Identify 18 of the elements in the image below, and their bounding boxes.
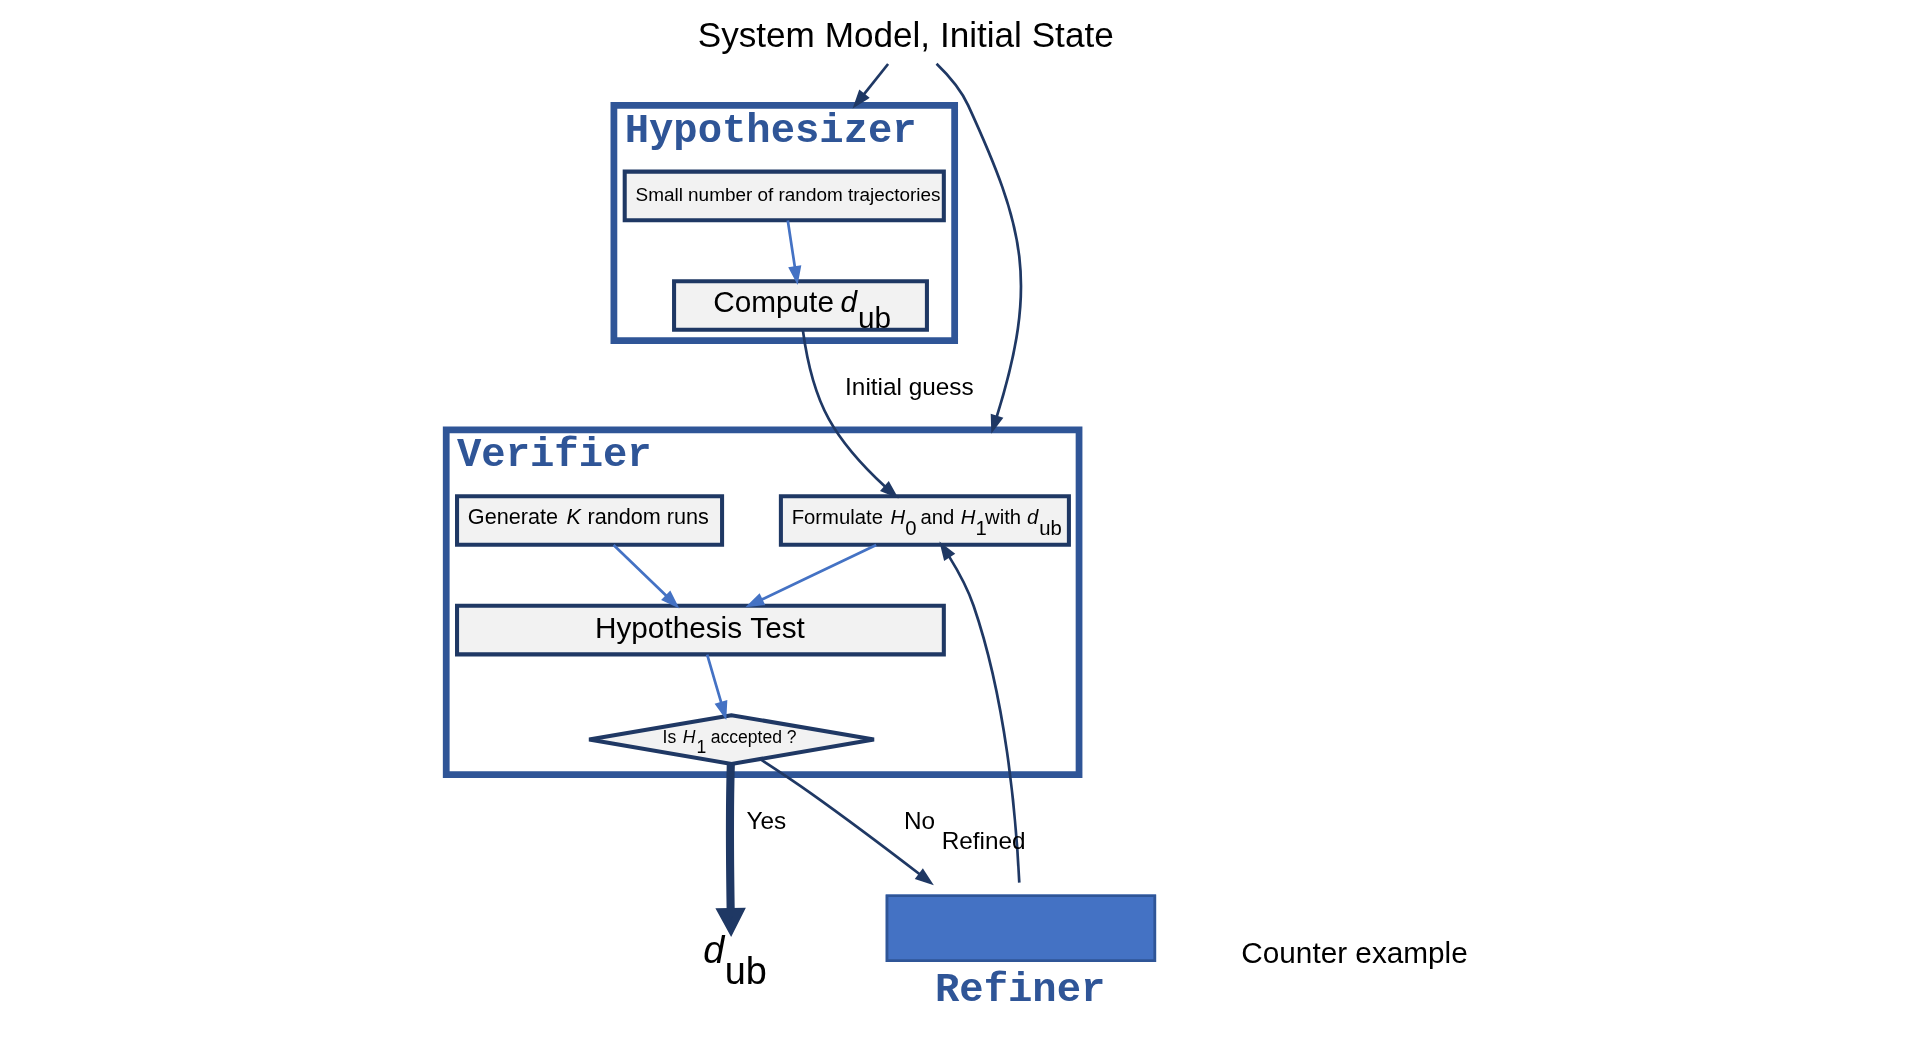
arrow xyxy=(852,63,889,109)
arrow xyxy=(744,543,877,608)
node-box: Generate K random runs xyxy=(454,494,724,547)
arrow xyxy=(938,541,1021,883)
node-label: Refiner xyxy=(934,967,1105,1014)
edge-label: Yes xyxy=(745,807,786,835)
label: Counter example xyxy=(1240,935,1468,969)
edge-label: Initial guess xyxy=(844,373,974,401)
arrow xyxy=(785,220,801,286)
edge-label: No xyxy=(903,807,935,835)
arrow xyxy=(714,763,746,938)
arrow xyxy=(612,544,679,609)
arrow xyxy=(759,758,934,886)
node-text: System Model, Initial State xyxy=(697,14,1114,54)
arrow xyxy=(705,654,727,721)
node-box: Small number of random trajectories xyxy=(622,169,946,223)
arrow xyxy=(935,62,1022,434)
node-box: Hypothesis Test xyxy=(454,603,946,657)
